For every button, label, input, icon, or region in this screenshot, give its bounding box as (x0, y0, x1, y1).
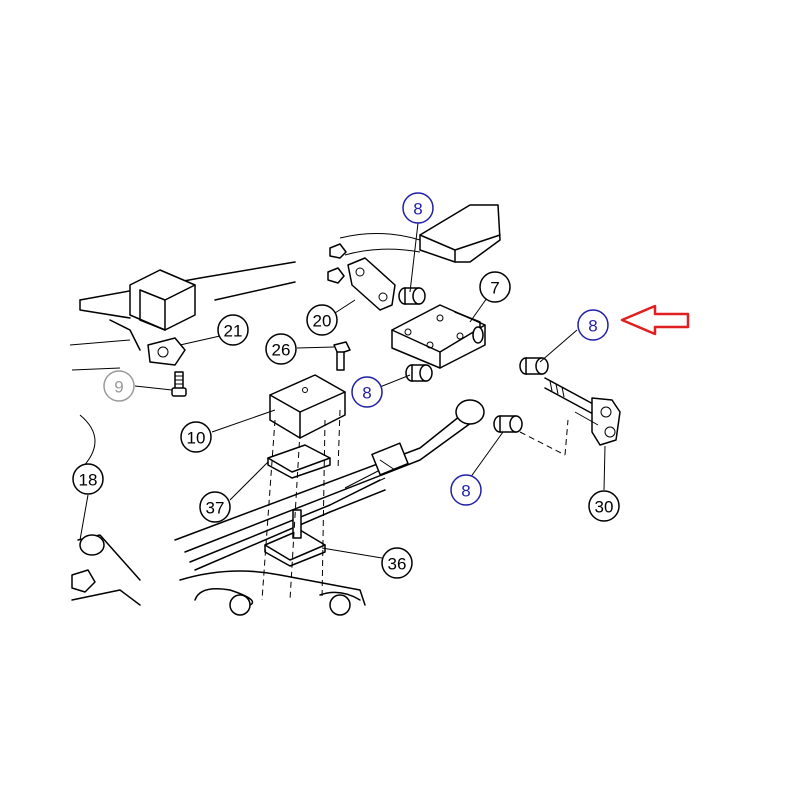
callout-37-c37: 37 (199, 491, 231, 523)
callout-circle (381, 547, 413, 579)
axle (179, 570, 366, 616)
bushing-upper (398, 287, 426, 305)
frame-hanger-bracket (339, 204, 501, 263)
callout-group: 8 7 8 20 21 26 8 9 10 8 18 37 30 36 (72, 192, 620, 579)
frame-rail (69, 261, 296, 471)
callout-18-c18: 18 (72, 463, 104, 495)
callout-circle (103, 370, 135, 402)
callout-circle (450, 474, 482, 506)
bolt-26 (333, 341, 351, 371)
plate-37 (267, 444, 331, 479)
callout-label: 26 (272, 341, 291, 360)
bushing-lower-left (405, 364, 433, 382)
callout-circle (72, 463, 104, 495)
callout-7-c7: 7 (479, 271, 511, 303)
shackle-bracket-7 (391, 304, 486, 369)
callout-label: 30 (595, 498, 614, 517)
callout-circle (402, 192, 434, 224)
callout-circle (479, 271, 511, 303)
callout-label: 36 (388, 555, 407, 574)
callout-9-c9: 9 (103, 370, 135, 402)
callout-8-c8c: 8 (351, 376, 383, 408)
callout-20-c20: 20 (306, 304, 338, 336)
leader-lines (79, 222, 606, 559)
callout-label: 8 (362, 384, 371, 403)
callout-circle (180, 421, 212, 453)
callout-8-c8d: 8 (450, 474, 482, 506)
shackle-bolt-30 (519, 377, 621, 456)
spring-spacer-10 (269, 374, 346, 439)
bolt-9 (171, 371, 187, 397)
callout-label: 8 (588, 317, 597, 336)
callout-label: 7 (490, 279, 499, 298)
callout-label: 20 (313, 312, 332, 331)
plate-36 (264, 509, 326, 567)
bushing-right (519, 357, 549, 375)
callout-label: 10 (187, 429, 206, 448)
callout-label: 37 (206, 499, 225, 518)
callout-8-c8b: 8 (577, 309, 609, 341)
callout-label: 18 (79, 471, 98, 490)
bushing-spring-eye (493, 415, 523, 433)
callout-circle (265, 333, 297, 365)
callout-label: 21 (224, 322, 243, 341)
callout-30-c30: 30 (588, 490, 620, 522)
red-outline-arrow-left-icon (620, 304, 690, 336)
callout-circle (351, 376, 383, 408)
callout-circle (199, 491, 231, 523)
shackle-bracket-21 (129, 269, 196, 366)
callout-26-c26: 26 (265, 333, 297, 365)
callout-8-c8a: 8 (402, 192, 434, 224)
callout-label: 8 (461, 482, 470, 501)
callout-10-c10: 10 (180, 421, 212, 453)
callout-label: 8 (413, 200, 422, 219)
callout-circle (577, 309, 609, 341)
leaf-spring (174, 399, 485, 571)
shock-absorber-18 (71, 534, 141, 606)
callout-circle (306, 304, 338, 336)
callout-label: 9 (114, 378, 123, 397)
callout-circle (217, 314, 249, 346)
callout-circle (588, 490, 620, 522)
callout-36-c36: 36 (381, 547, 413, 579)
callout-21-c21: 21 (217, 314, 249, 346)
u-bolt-dashes (261, 409, 341, 601)
shackle-plate-20 (327, 243, 396, 311)
